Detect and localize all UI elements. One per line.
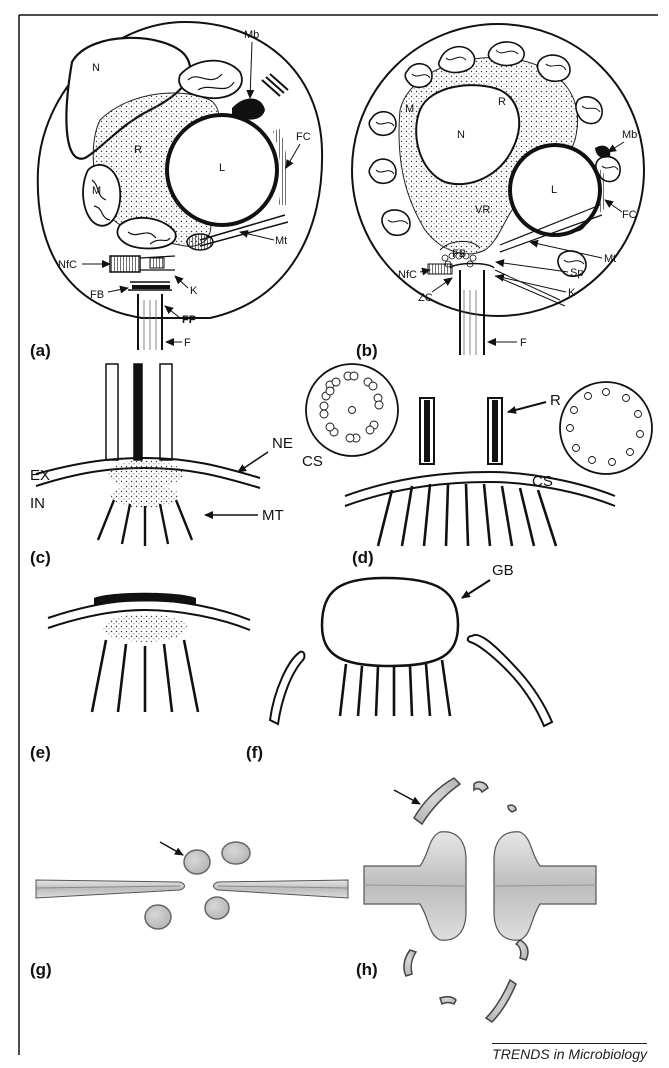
panel-label-f: (f): [246, 743, 263, 762]
label-fc: FC: [296, 131, 311, 143]
microtubules-d: [378, 484, 556, 546]
label-vr: VR: [475, 204, 490, 216]
panel-f: GB (f): [246, 562, 552, 762]
kinetoplast-a: [187, 234, 213, 250]
microtubules-f: [340, 660, 450, 716]
label-gb: GB: [492, 562, 514, 579]
label-r: R: [550, 392, 561, 409]
label-mt: MT: [262, 507, 284, 524]
panel-label-a: (a): [30, 341, 51, 360]
label-nfc: NfC: [58, 259, 77, 271]
panel-g: (g): [30, 842, 348, 979]
label-f: F: [520, 337, 527, 349]
panel-label-h: (h): [356, 960, 378, 979]
label-f: F: [184, 337, 191, 349]
label-n: N: [457, 129, 465, 141]
flagella-c: [106, 364, 172, 460]
panel-b: M R N L VR Mb FC Mt NfC FB Sp ZC K F (b): [352, 24, 644, 360]
label-fp: FP: [182, 314, 196, 326]
panel-label-b: (b): [356, 341, 378, 360]
spindle-left-g: [36, 880, 185, 898]
panel-e: (e): [30, 593, 250, 762]
label-ex: EX: [30, 467, 50, 484]
label-k: K: [190, 285, 198, 297]
label-l: L: [219, 162, 225, 174]
label-mt: Mt: [275, 235, 287, 247]
label-in: IN: [30, 495, 45, 512]
panel-d: CS R CS (d): [302, 364, 652, 567]
label-r: R: [134, 144, 142, 156]
label-ne: NE: [272, 435, 293, 452]
label-m: M: [92, 185, 101, 197]
nfc-b: [428, 264, 452, 274]
label-mb: Mb: [622, 129, 637, 141]
panel-label-e: (e): [30, 743, 51, 762]
label-mb: Mb: [244, 29, 259, 41]
label-cs1: CS: [302, 453, 323, 470]
spindle-right-g: [214, 880, 349, 898]
label-l: L: [551, 184, 557, 196]
nfc-a: [110, 256, 140, 272]
label-n: N: [92, 62, 100, 74]
label-k: K: [568, 287, 576, 299]
label-m: M: [405, 103, 414, 115]
microtubules-c: [98, 500, 192, 546]
label-sp: Sp: [570, 267, 583, 279]
panel-h: (h): [356, 778, 596, 1022]
envelope-f-left: [270, 652, 304, 724]
mitochondrion-a2: [83, 165, 120, 226]
panel-a: N R L M Mb FC Mt NfC K FB FP F (a): [30, 22, 322, 360]
panel-label-c: (c): [30, 548, 51, 567]
label-fb: FB: [90, 289, 104, 301]
label-mt: Mt: [604, 253, 616, 265]
microtubules-e: [92, 640, 198, 712]
label-nfc: NfC: [398, 269, 417, 281]
panel-c: EX IN NE MT (c): [30, 364, 293, 567]
label-zc: ZC: [418, 292, 433, 304]
golgi-body-f: [322, 578, 458, 666]
journal-footer: TRENDS in Microbiology: [492, 1043, 647, 1062]
label-fc: FC: [622, 209, 637, 221]
mb-a: [232, 98, 265, 119]
label-fb: FB: [452, 248, 466, 260]
panel-label-g: (g): [30, 960, 52, 979]
envelope-f-right: [468, 635, 552, 726]
panel-label-d: (d): [352, 548, 374, 567]
label-r: R: [498, 96, 506, 108]
